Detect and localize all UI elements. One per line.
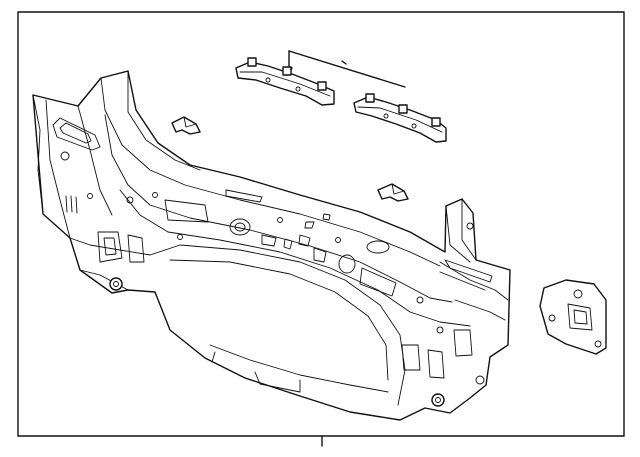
upper-reinforcement-left	[235, 57, 335, 106]
upper-reinforcement-right	[353, 93, 447, 143]
small-bracket-left	[171, 116, 201, 135]
frame-border	[17, 11, 625, 437]
side-gusset-plate	[539, 279, 607, 355]
small-bracket-center	[377, 183, 409, 202]
rear-body-panel	[32, 70, 511, 421]
